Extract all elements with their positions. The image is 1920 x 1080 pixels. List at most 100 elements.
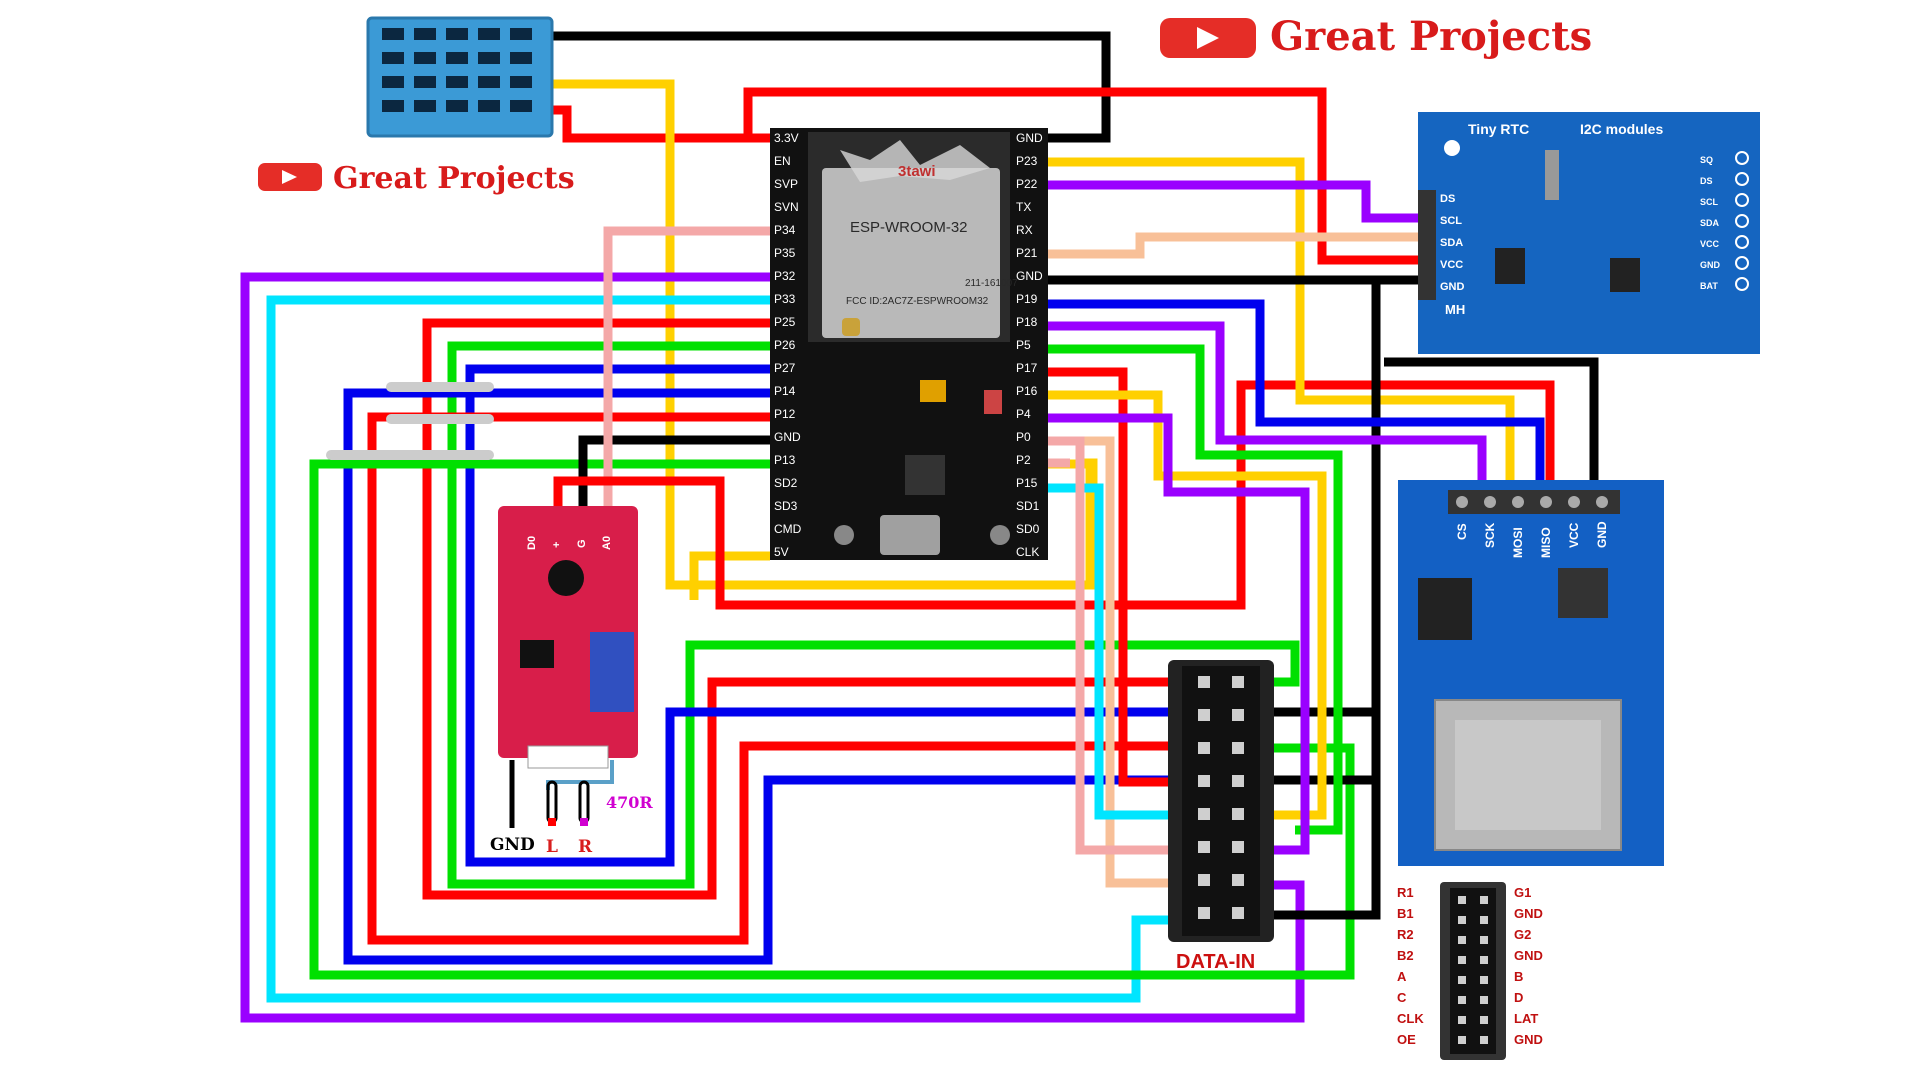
wire-purple-p32 — [240, 272, 1305, 1023]
esp-pin-label: P22 — [1016, 177, 1038, 191]
esp-pin-label: P32 — [774, 269, 796, 283]
rtc-module: Tiny RTC I2C modules DS SCL SDA VCC GND … — [1418, 112, 1760, 354]
esp-pin-label: P2 — [1016, 453, 1031, 467]
esp-pin-label: P27 — [774, 361, 796, 375]
rtc-right-pin-label: GND — [1700, 260, 1721, 270]
hub75-right-label: GND — [1514, 1032, 1543, 1047]
esp-cert-label: 211-161007 — [965, 278, 1018, 289]
wire-blue-p14 — [343, 388, 1175, 965]
esp-pin-label: P15 — [1016, 476, 1038, 490]
rtc-subtitle: I2C modules — [1580, 121, 1663, 137]
esp-fcc-label: FCC ID:2AC7Z-ESPWROOM32 — [846, 296, 989, 307]
hub75-left-label: OE — [1397, 1032, 1416, 1047]
esp-pin-label: P33 — [774, 292, 796, 306]
rtc-right-pin-label: DS — [1700, 176, 1713, 186]
connector-label: DATA-IN — [1176, 951, 1255, 973]
rtc-right-pin-label: SQ — [1700, 155, 1713, 165]
wire-blue-p27 — [465, 364, 1175, 867]
esp-pin-label: SD0 — [1016, 522, 1040, 536]
wire-peach-p21 — [1048, 232, 1418, 259]
esp-module-label: ESP-WROOM-32 — [850, 219, 968, 236]
hub75-right-label: LAT — [1514, 1011, 1538, 1026]
esp-pin-label: SD2 — [774, 476, 798, 490]
wire-red-3v3-top — [743, 87, 1418, 265]
wire-red-p17 — [1048, 367, 1175, 787]
dht11-sensor — [366, 16, 554, 138]
esp-pin-label: GND — [1016, 131, 1043, 145]
ir-pin-label: A0 — [601, 536, 613, 550]
hub75-left-label: R1 — [1397, 885, 1414, 900]
esp-pin-label: P34 — [774, 223, 796, 237]
wire-pink-data — [1048, 436, 1175, 855]
hub75-right-label: B — [1514, 969, 1523, 984]
rtc-pin-label: DS — [1440, 193, 1455, 205]
wire-yellow-p16 — [1048, 390, 1327, 820]
sd-pin-label: CS — [1455, 523, 1469, 540]
rtc-brand: MH — [1445, 302, 1465, 317]
hub75-right-label: D — [1514, 990, 1523, 1005]
esp-right-pins: GND P23 P22 TX RX P21 GND P19 P18 P5 P17… — [1016, 131, 1043, 559]
data-in-connector: DATA-IN — [1168, 660, 1274, 973]
esp-pin-label: CLK — [1016, 545, 1039, 559]
esp-pin-label: TX — [1016, 200, 1031, 214]
resistor-label: 470R — [606, 793, 653, 812]
wire-cyan-p33 — [266, 295, 1175, 1003]
esp-pin-label: P4 — [1016, 407, 1031, 421]
esp-pin-label: 5V — [774, 545, 789, 559]
wire-red-ir-vcc — [553, 380, 1555, 610]
wire-black-dht-gnd — [552, 31, 1111, 143]
esp-pin-label: SVN — [774, 200, 799, 214]
hub75-pinout: R1 B1 R2 B2 A C CLK OE G1 GND G2 GND B D… — [1397, 882, 1543, 1060]
hub75-left-label: B1 — [1397, 906, 1414, 921]
ir-pin-label: D0 — [526, 536, 538, 550]
esp-pin-label: P14 — [774, 384, 796, 398]
esp-pin-label: SD1 — [1016, 499, 1040, 513]
esp-pin-label: P23 — [1016, 154, 1038, 168]
esp-pin-label: P25 — [774, 315, 796, 329]
rtc-title: Tiny RTC — [1468, 121, 1529, 137]
brand-logo-top-text: Great Projects — [1270, 13, 1592, 60]
esp-pin-label: P16 — [1016, 384, 1038, 398]
rtc-right-pin-label: SCL — [1700, 197, 1719, 207]
hub75-left-label: B2 — [1397, 948, 1414, 963]
ir-pin-label: G — [576, 539, 588, 548]
esp-pin-label: GND — [1016, 269, 1043, 283]
ir-pin-label: + — [551, 542, 563, 548]
wires — [240, 31, 1599, 1023]
rtc-pin-label: GND — [1440, 281, 1465, 293]
wire-green-p5 — [1048, 344, 1343, 835]
ir-r-label: R — [578, 837, 593, 857]
esp-pin-label: 3.3V — [774, 131, 799, 145]
wire-black-gnd-bus — [1384, 357, 1599, 480]
sd-pin-label: GND — [1595, 521, 1609, 548]
wire-pink-p34 — [603, 226, 770, 515]
wire-black-gnd-ir — [578, 435, 770, 515]
hub75-left-label: CLK — [1397, 1011, 1424, 1026]
wire-purple-p18 — [1048, 321, 1487, 480]
sd-pin-label: MOSI — [1511, 527, 1525, 558]
wire-blue-p19 — [1048, 299, 1545, 480]
rtc-pin-label: SDA — [1440, 237, 1463, 249]
esp-pin-label: P5 — [1016, 338, 1031, 352]
esp-pin-label: P21 — [1016, 246, 1038, 260]
rtc-right-pin-label: BAT — [1700, 281, 1718, 291]
hub75-left-label: C — [1397, 990, 1407, 1005]
esp-left-pins: 3.3V EN SVP SVN P34 P35 P32 P33 P25 P26 … — [774, 131, 802, 559]
wire-cyan-p15 — [1048, 483, 1175, 820]
wire-yellow-5v — [689, 551, 770, 600]
esp-pin-label: P19 — [1016, 292, 1038, 306]
esp-pin-label: P26 — [774, 338, 796, 352]
wire-red-3v3 — [552, 105, 770, 143]
esp-pin-label: SD3 — [774, 499, 798, 513]
esp-pin-label: GND — [774, 430, 801, 444]
wire-yellow-p23 — [1048, 157, 1515, 480]
sd-card-module: CS SCK MOSI MISO VCC GND — [1398, 480, 1664, 866]
sd-pin-label: VCC — [1567, 522, 1581, 548]
wire-purple-p4 — [1048, 413, 1310, 855]
ir-gnd-label: GND — [490, 835, 535, 855]
esp-pin-label: RX — [1016, 223, 1033, 237]
rtc-pin-label: VCC — [1440, 259, 1463, 271]
esp-pin-label: P18 — [1016, 315, 1038, 329]
wire-black-gnd-bus3 — [1270, 712, 1381, 920]
ir-l-label: L — [546, 837, 558, 857]
